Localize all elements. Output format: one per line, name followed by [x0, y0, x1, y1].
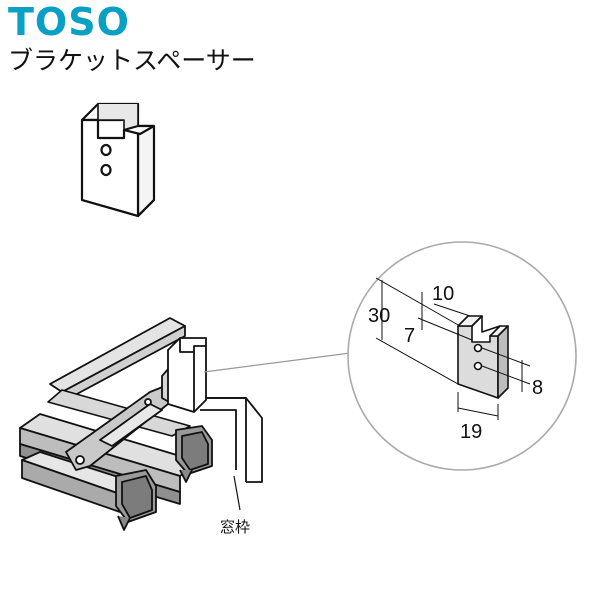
dim-8-label: 8	[532, 377, 543, 399]
dim-30-label: 30	[368, 305, 390, 327]
spacer-product-illustration	[80, 102, 156, 218]
window-frame-label: 窓枠	[220, 518, 250, 536]
dimension-lines	[375, 277, 531, 420]
installation-illustration	[19, 317, 263, 531]
dim-10-label: 10	[432, 283, 454, 305]
brand-logo: TOSO	[8, 0, 130, 44]
detail-spacer	[457, 315, 509, 399]
hole-lower-icon	[100, 163, 112, 177]
product-title: ブラケットスペーサー	[8, 46, 256, 75]
callout-leader-line	[203, 351, 359, 373]
hole-upper-icon	[100, 143, 112, 157]
window-frame-leader	[233, 475, 241, 511]
dim-7-label: 7	[404, 325, 415, 347]
dim-19-label: 19	[460, 421, 482, 443]
